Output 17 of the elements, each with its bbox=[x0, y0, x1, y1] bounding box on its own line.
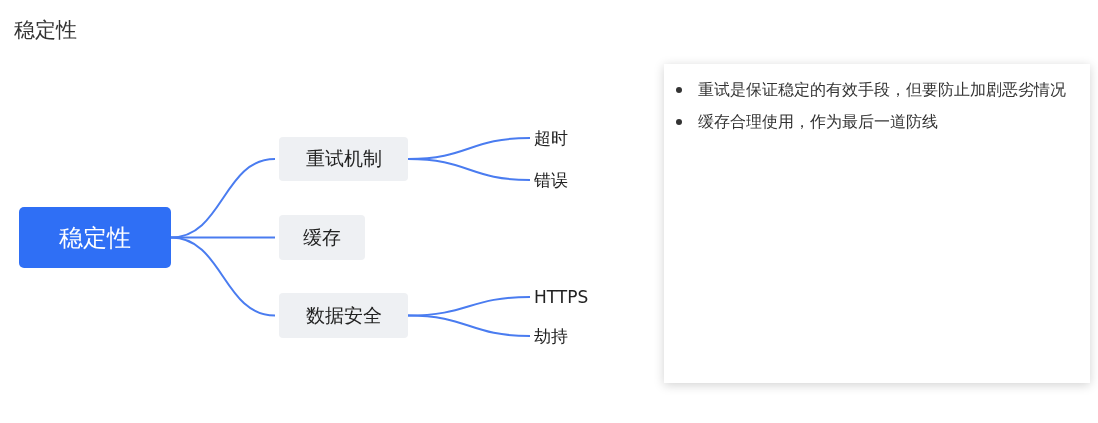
connector-line bbox=[407, 158, 531, 181]
connector-line bbox=[170, 158, 276, 239]
connector-line bbox=[170, 236, 276, 317]
notes-panel bbox=[664, 64, 1090, 383]
note-text: 缓存合理使用，作为最后一道防线 bbox=[698, 111, 938, 133]
leaf-topic: HTTPS bbox=[534, 284, 604, 310]
subtopic: 数据安全 bbox=[279, 293, 408, 338]
title: 稳定性 bbox=[14, 17, 77, 44]
note-text: 重试是保证稳定的有效手段，但要防止加剧恶劣情况 bbox=[698, 79, 1066, 101]
leaf-topic: 劫持 bbox=[534, 323, 594, 349]
subtopic: 重试机制 bbox=[279, 137, 408, 181]
root-topic: 稳定性 bbox=[19, 207, 171, 268]
connector-line bbox=[407, 314, 531, 337]
connector-line bbox=[407, 296, 531, 317]
leaf-topic: 错误 bbox=[534, 167, 594, 193]
subtopic: 缓存 bbox=[279, 215, 365, 260]
leaf-topic: 超时 bbox=[534, 125, 594, 151]
